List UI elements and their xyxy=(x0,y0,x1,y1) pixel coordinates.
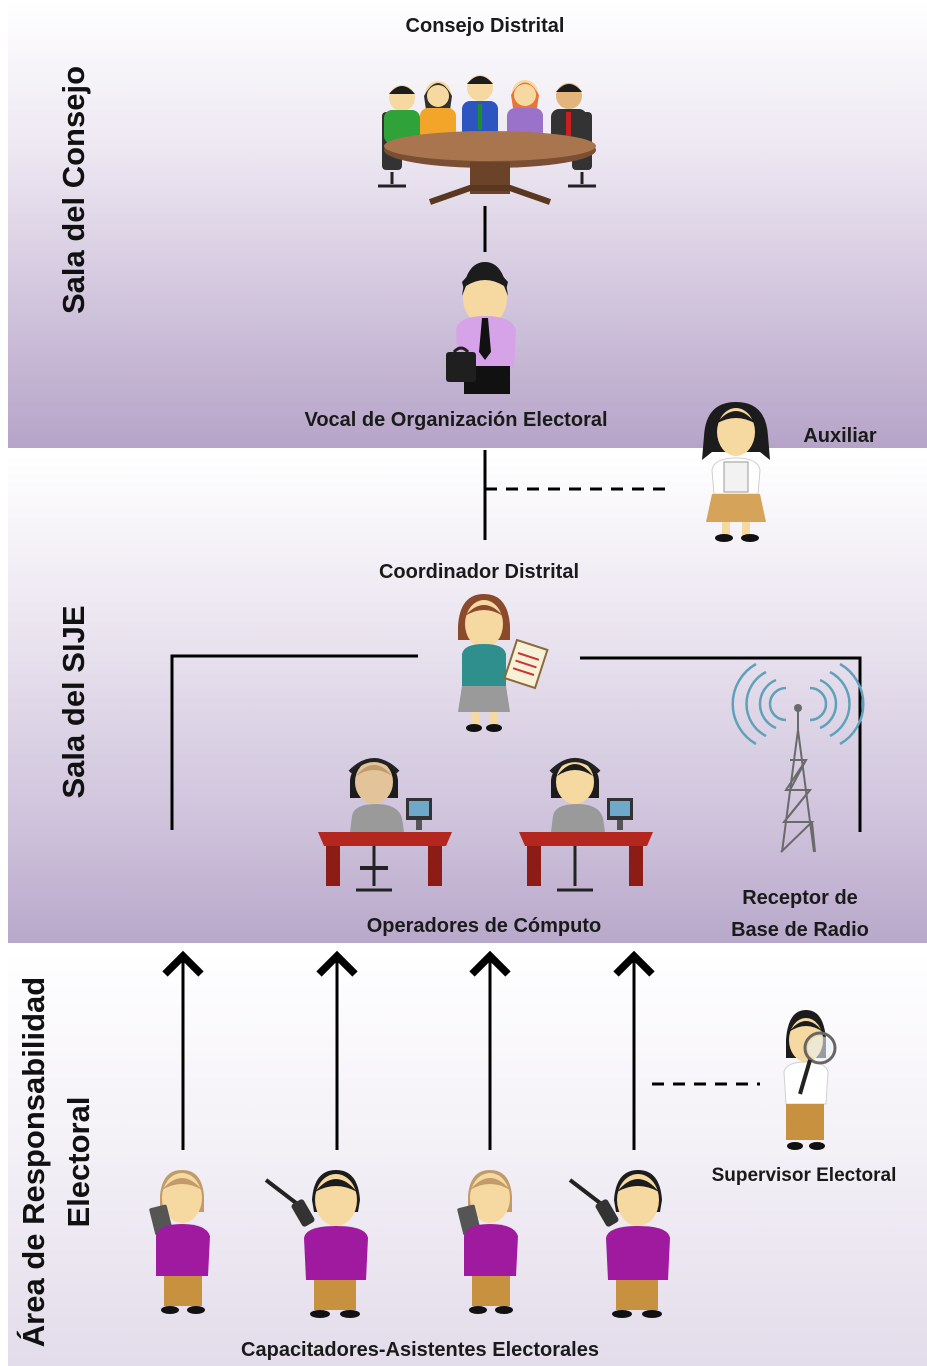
label-consejo-distrital: Consejo Distrital xyxy=(405,15,565,37)
capacitador-3-icon xyxy=(457,1170,518,1314)
supervisor-figure-icon xyxy=(783,1010,837,1150)
operator-desk-1-icon xyxy=(318,758,452,892)
label-supervisor: Supervisor Electoral xyxy=(711,1165,897,1186)
operator-desk-2-icon xyxy=(519,758,653,892)
capacitador-1-icon xyxy=(149,1170,210,1314)
label-vocal: Vocal de Organización Electoral xyxy=(304,409,608,431)
label-receptor-line1: Receptor de xyxy=(742,887,858,909)
council-table-icon xyxy=(378,75,596,205)
label-auxiliar: Auxiliar xyxy=(803,425,877,447)
capacitador-2-icon xyxy=(264,1170,368,1318)
label-capacitadores: Capacitadores-Asistentes Electorales xyxy=(241,1339,599,1361)
label-coordinador: Coordinador Distrital xyxy=(378,561,579,583)
line-coordinador-left xyxy=(170,654,418,830)
section-area-responsabilidad xyxy=(8,950,927,1366)
radio-tower-icon xyxy=(731,662,865,853)
line-coordinador-right xyxy=(580,656,862,832)
auxiliar-figure-icon xyxy=(702,402,770,542)
label-receptor-line2: Base de Radio xyxy=(731,919,869,941)
connector-lines xyxy=(162,206,862,1150)
capacitador-4-icon xyxy=(568,1170,670,1318)
vocal-figure-icon xyxy=(446,262,516,394)
coordinador-figure-icon xyxy=(458,594,549,732)
label-operadores: Operadores de Cómputo xyxy=(366,915,602,937)
